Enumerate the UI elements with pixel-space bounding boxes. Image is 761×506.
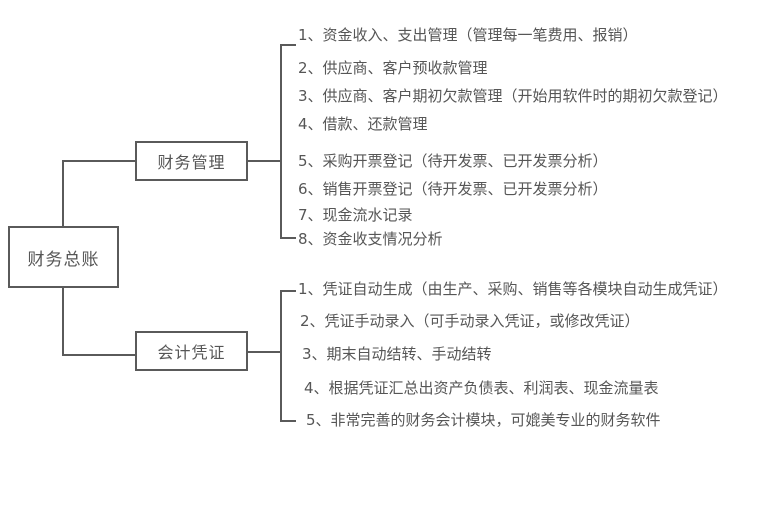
branch-node-1-label: 财务管理 — [157, 153, 226, 172]
branch-2-to-spine-line — [247, 351, 282, 353]
list-item: 4、根据凭证汇总出资产负债表、利润表、现金流量表 — [304, 379, 659, 397]
list-item: 2、凭证手动录入（可手动录入凭证，或修改凭证） — [300, 312, 640, 330]
list-item: 8、资金收支情况分析 — [298, 230, 443, 248]
branch-2-leaf-stub-top — [280, 290, 296, 292]
branch-1-to-spine-line — [247, 160, 282, 162]
list-item: 6、销售开票登记（待开发票、已开发票分析） — [298, 180, 608, 198]
list-item: 1、凭证自动生成（由生产、采购、销售等各模块自动生成凭证） — [298, 280, 728, 298]
branch-node-2-label: 会计凭证 — [157, 343, 226, 362]
list-item: 5、非常完善的财务会计模块，可媲美专业的财务软件 — [306, 411, 661, 429]
branch-1-leaf-stub-top — [280, 44, 296, 46]
branch-2-leaf-stub-bottom — [280, 420, 296, 422]
branch-node-financial-management[interactable]: 财务管理 — [135, 141, 248, 181]
list-item: 4、借款、还款管理 — [298, 115, 428, 133]
trunk-to-branch-2-line — [62, 354, 137, 356]
branch-2-spine — [280, 290, 282, 422]
list-item: 3、供应商、客户期初欠款管理（开始用软件时的期初欠款登记） — [298, 87, 728, 105]
root-node-financial-ledger[interactable]: 财务总账 — [8, 226, 119, 288]
list-item: 3、期末自动结转、手动结转 — [302, 345, 492, 363]
list-item: 1、资金收入、支出管理（管理每一笔费用、报销） — [298, 26, 638, 44]
trunk-line-upper — [62, 160, 64, 228]
list-item: 7、现金流水记录 — [298, 206, 413, 224]
root-node-label: 财务总账 — [27, 249, 100, 270]
branch-1-spine — [280, 44, 282, 239]
list-item: 2、供应商、客户预收款管理 — [298, 59, 488, 77]
trunk-line-lower — [62, 286, 64, 356]
trunk-to-branch-1-line — [62, 160, 137, 162]
branch-1-leaf-stub-bottom — [280, 237, 296, 239]
list-item: 5、采购开票登记（待开发票、已开发票分析） — [298, 152, 608, 170]
branch-node-accounting-voucher[interactable]: 会计凭证 — [135, 331, 248, 371]
